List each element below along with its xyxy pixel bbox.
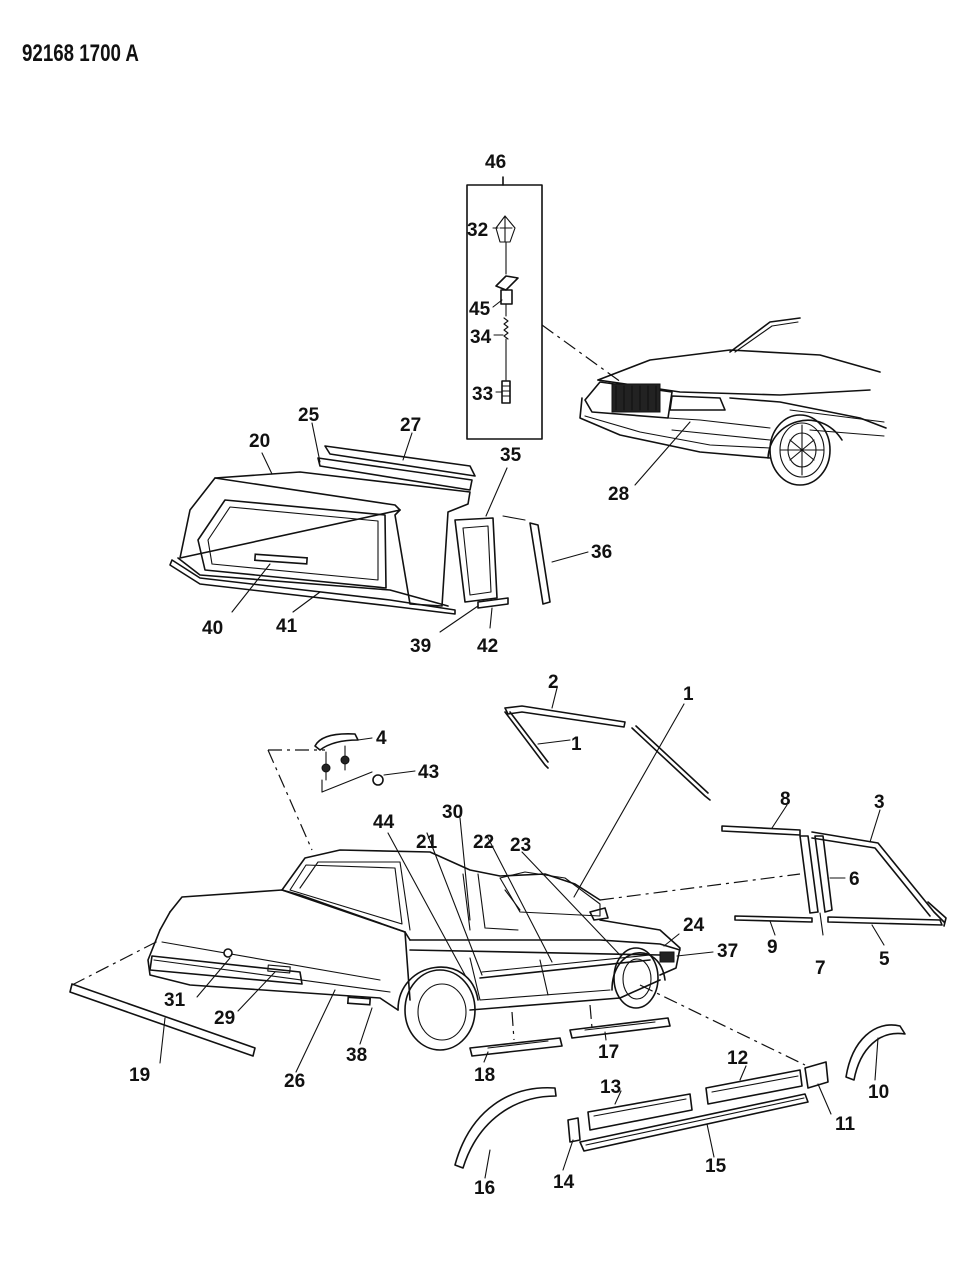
callout-14: 14 — [553, 1172, 575, 1193]
clip-43 — [372, 774, 384, 786]
callout-28: 28 — [608, 484, 629, 505]
callout-7: 7 — [815, 958, 826, 979]
callout-10: 10 — [868, 1082, 889, 1103]
pillar-ornament-4 — [314, 733, 359, 751]
callout-4: 4 — [376, 728, 387, 749]
callout-40: 40 — [202, 618, 223, 639]
callout-24: 24 — [683, 915, 705, 936]
callout-30: 30 — [442, 802, 463, 823]
backlight-molding-40 — [253, 553, 308, 565]
callout-46: 46 — [485, 152, 506, 173]
callout-13: 13 — [600, 1077, 621, 1098]
front-marker-icon — [659, 951, 675, 963]
ornament-icon — [495, 215, 516, 243]
callout-32: 32 — [467, 220, 488, 241]
callout-41: 41 — [276, 616, 298, 637]
callout-1-left: 1 — [571, 734, 582, 755]
rocker-pieces — [469, 1004, 671, 1063]
callout-9: 9 — [767, 937, 778, 958]
callout-44: 44 — [373, 812, 395, 833]
pillar-ornament-group — [314, 733, 416, 793]
lock-icon — [223, 948, 233, 958]
grille-icon — [611, 383, 661, 413]
callout-labels: 46 32 45 34 33 28 20 25 27 35 36 40 41 3… — [129, 152, 890, 1199]
callout-37: 37 — [717, 941, 738, 962]
callout-43: 43 — [418, 762, 439, 783]
callout-17: 17 — [598, 1042, 619, 1063]
callout-22: 22 — [473, 832, 494, 853]
callout-8: 8 — [780, 789, 791, 810]
callout-27: 27 — [400, 415, 421, 436]
callout-21: 21 — [416, 832, 438, 853]
roof-molding-25 — [317, 457, 473, 491]
callout-3: 3 — [874, 792, 885, 813]
callout-29: 29 — [214, 1008, 235, 1029]
bumper-strip-19 — [69, 983, 256, 1057]
callout-23: 23 — [510, 835, 531, 856]
callout-2: 2 — [548, 672, 559, 693]
front-car-view — [579, 317, 887, 486]
callout-11: 11 — [835, 1114, 856, 1135]
callout-6: 6 — [849, 869, 860, 890]
callout-35: 35 — [500, 445, 522, 466]
callout-19: 19 — [129, 1065, 150, 1086]
callout-36: 36 — [591, 542, 612, 563]
callout-31: 31 — [164, 990, 186, 1011]
callout-33: 33 — [472, 384, 493, 405]
callout-25: 25 — [298, 405, 320, 426]
callout-34: 34 — [470, 327, 492, 348]
callout-38: 38 — [346, 1045, 367, 1066]
main-car — [71, 749, 806, 1073]
callout-20: 20 — [249, 431, 270, 452]
stud-icon — [501, 380, 511, 404]
callout-16: 16 — [474, 1178, 495, 1199]
page-title: 92168 1700 A — [22, 40, 139, 67]
callout-12: 12 — [727, 1048, 748, 1069]
callout-39: 39 — [410, 636, 431, 657]
roof-assembly — [169, 422, 589, 633]
spring-icon — [503, 317, 509, 340]
callout-5: 5 — [879, 949, 890, 970]
glass-moldings — [504, 687, 947, 946]
callout-42: 42 — [477, 636, 498, 657]
callout-1-right: 1 — [683, 684, 694, 705]
body-side-moldings — [454, 1024, 906, 1179]
ornament-base-icon — [495, 275, 519, 291]
callout-45: 45 — [469, 299, 491, 320]
callout-26: 26 — [284, 1071, 305, 1092]
roof-molding-27 — [324, 445, 476, 477]
callout-15: 15 — [705, 1156, 727, 1177]
ornament-kit-box — [466, 184, 543, 440]
callout-18: 18 — [474, 1065, 495, 1086]
